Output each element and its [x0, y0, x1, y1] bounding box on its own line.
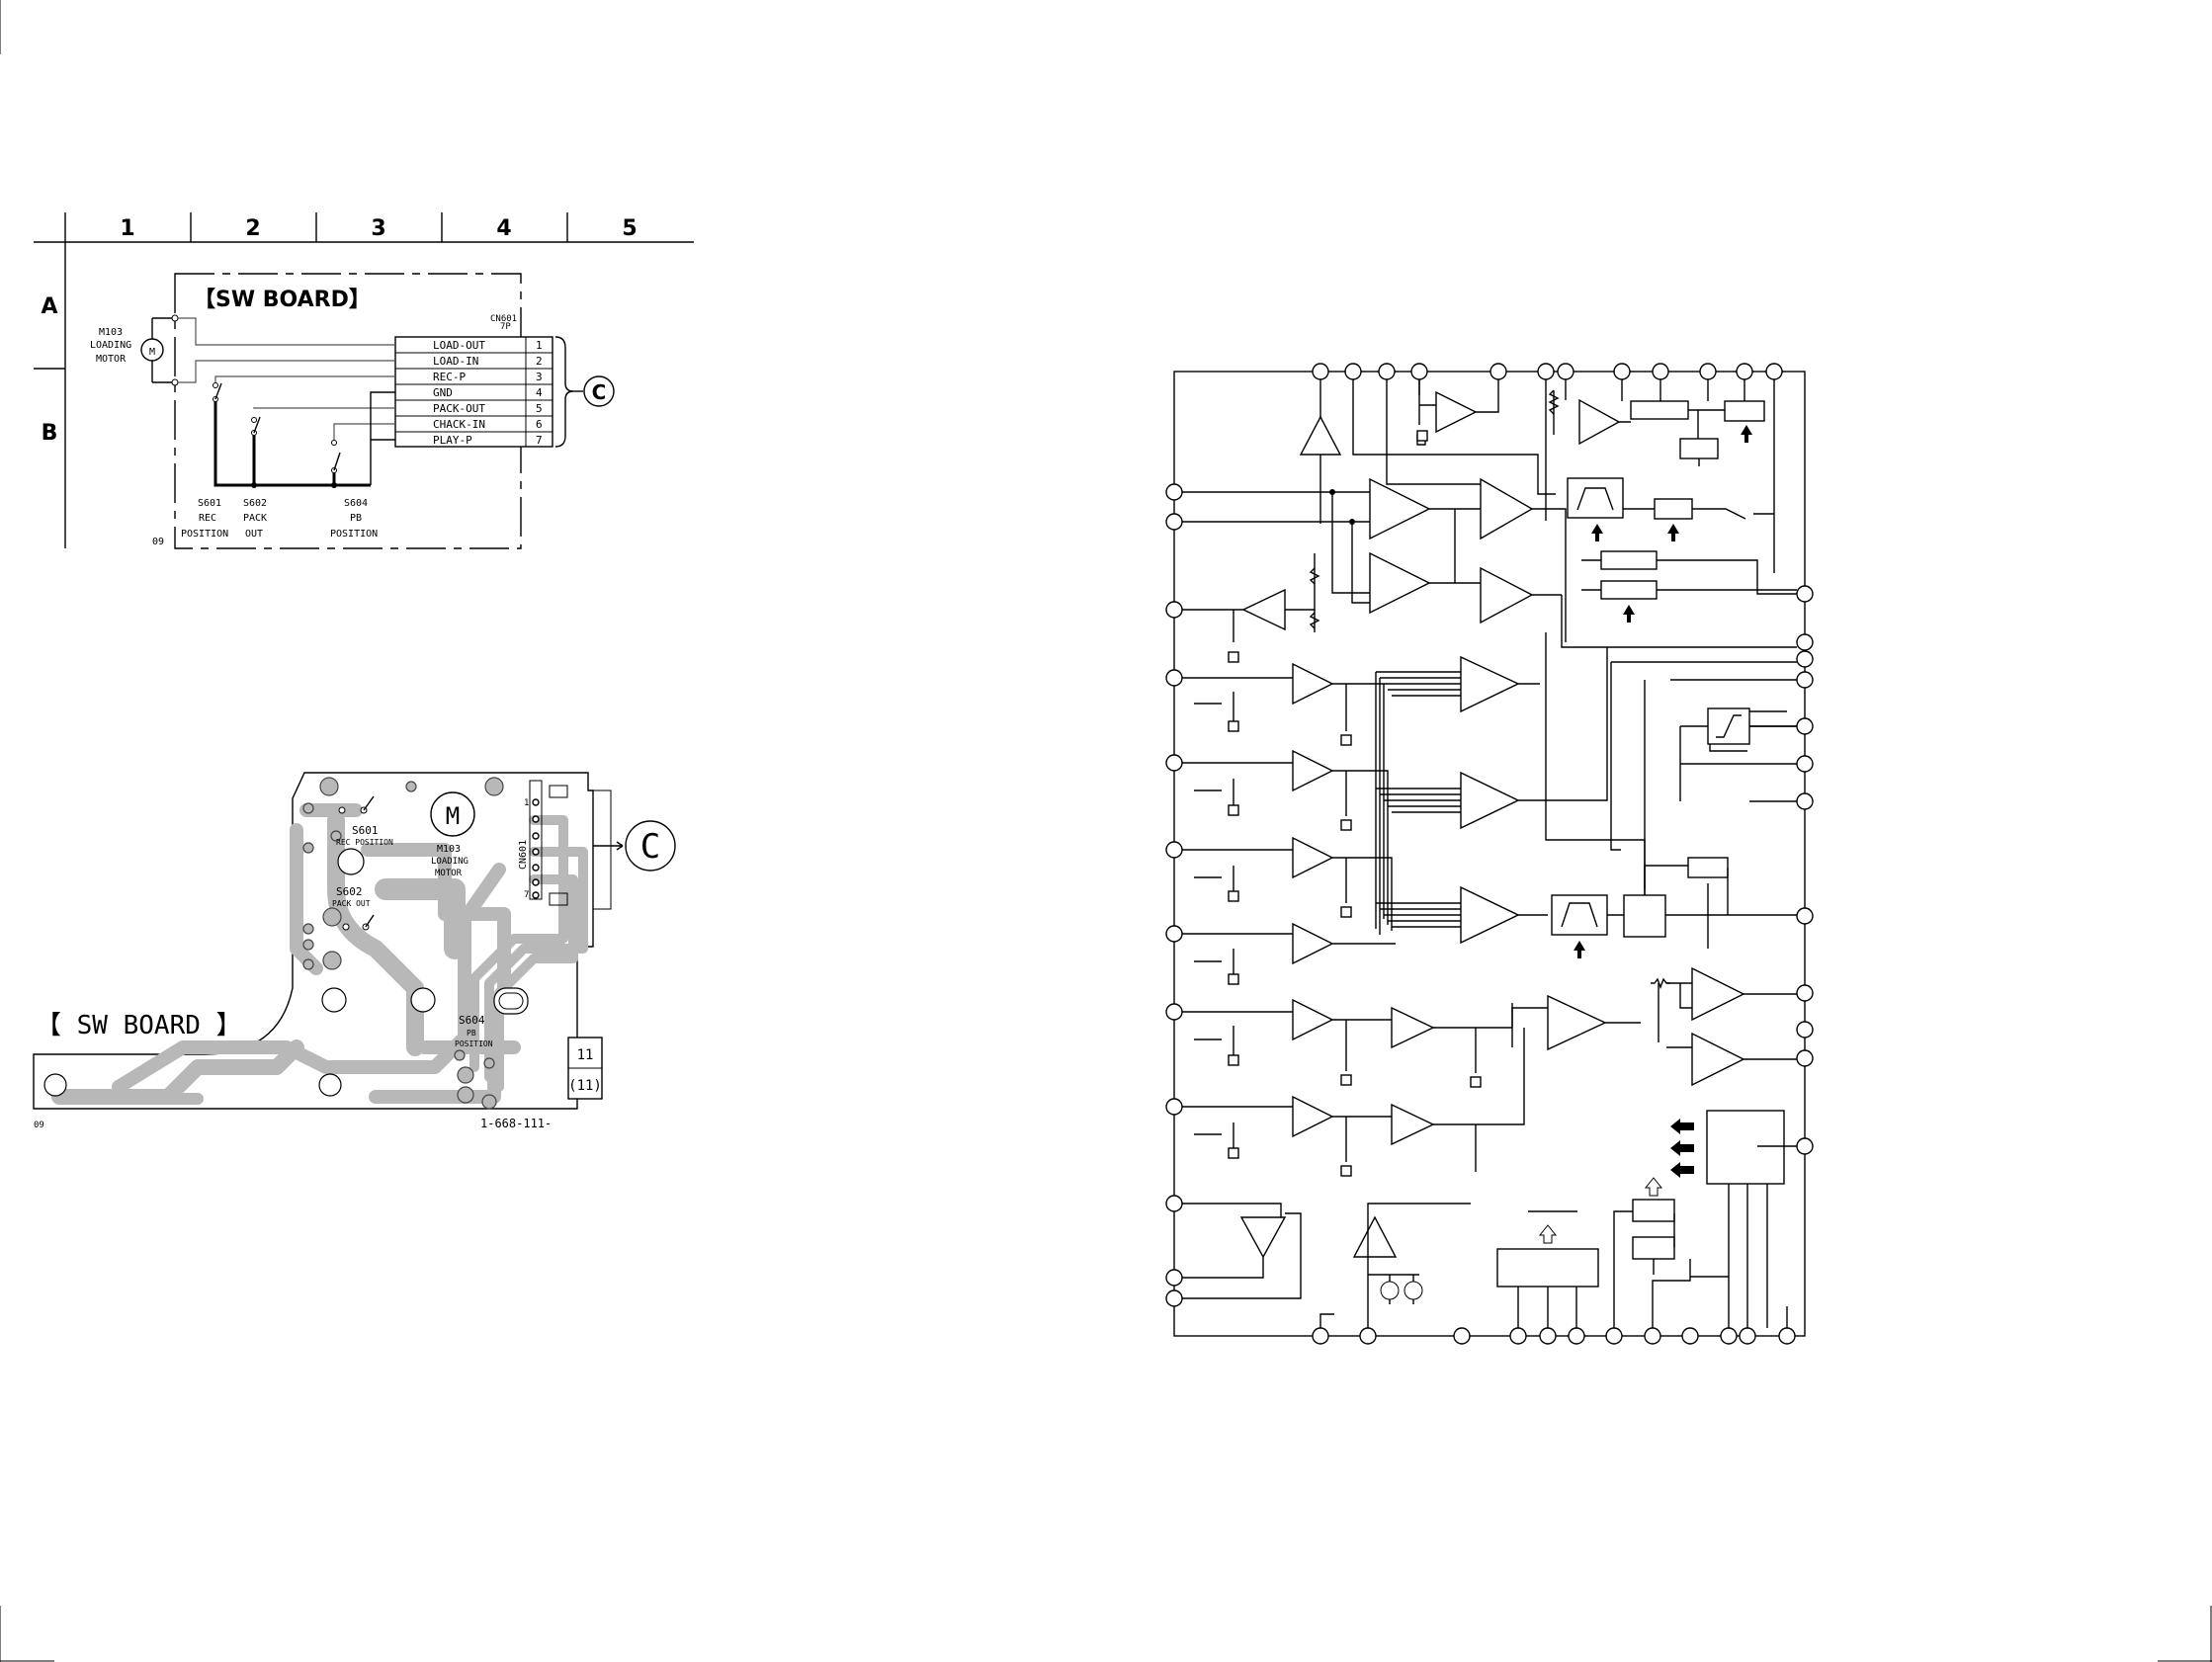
ic-right-pins	[1796, 585, 1814, 1155]
pcb-corner-code: 09	[34, 1121, 44, 1130]
pin-num-4: 4	[536, 386, 543, 399]
s604-ref: S604	[344, 498, 368, 509]
pcb-switch-s602-icon	[342, 914, 375, 931]
pcb-motor-ref: M103	[437, 844, 461, 855]
pin-num-2: 2	[536, 355, 543, 368]
grid-col-5: 5	[622, 216, 637, 241]
connector-pin-count: 7P	[500, 322, 511, 332]
ic-block-diagram	[1165, 363, 1814, 1345]
pcb-s604-name-2: POSITION	[455, 1039, 493, 1048]
ic-left-buffer	[1182, 553, 1320, 663]
pcb-connector-ref: CN601	[518, 840, 529, 870]
connector-ref: CN601	[490, 314, 517, 324]
s602-ref: S602	[243, 498, 267, 509]
ic-input-amps	[1182, 477, 1797, 642]
pin-label-5: PACK-OUT	[433, 402, 485, 415]
ic-bottom-section	[1182, 1110, 1788, 1328]
schematic-wires	[178, 317, 395, 488]
ic-input-pots	[1194, 684, 1482, 1177]
pcb-s604-ref: S604	[459, 1014, 485, 1027]
switch-s604-icon	[331, 440, 341, 473]
pcb-pin-1: 1	[524, 798, 529, 808]
motor-name-1: LOADING	[90, 340, 131, 351]
pcb-pads	[43, 777, 529, 1110]
pin-label-6: CHACK-IN	[433, 418, 485, 431]
s601-ref: S601	[198, 498, 221, 509]
pcb-s604-name-1: PB	[467, 1029, 476, 1038]
motor-symbol: M	[149, 347, 155, 358]
pcb-motor-icon	[430, 791, 475, 837]
grid-frame: 1 2 3 4 5 A B	[34, 212, 694, 548]
grid-row-b: B	[42, 421, 58, 446]
pin-label-4: GND	[433, 386, 453, 399]
pin-num-3: 3	[536, 371, 543, 383]
switch-s602-icon	[251, 416, 261, 436]
s601-line1: REC	[199, 513, 216, 524]
pcb-motor-name-2: MOTOR	[435, 869, 463, 878]
pcb-part-number: 1-668-111-	[480, 1117, 552, 1130]
pcb-motor-name-1: LOADING	[431, 857, 468, 867]
schematic-board-title: 【SW BOARD】	[194, 288, 371, 312]
pcb-traces	[51, 803, 588, 1105]
pin-label-2: LOAD-IN	[433, 355, 478, 368]
sw-board-pcb: CN601 1 7 C M M103 LOADING MOTOR S601 RE…	[33, 772, 676, 1130]
s602-line1: PACK	[243, 513, 267, 524]
grid-col-4: 4	[496, 216, 511, 241]
off-page-ref: C	[592, 380, 607, 404]
s602-line2: OUT	[245, 529, 263, 540]
pcb-switch-s601-icon	[338, 795, 375, 814]
grid-col-2: 2	[245, 216, 260, 241]
motor-ref: M103	[99, 327, 123, 338]
pin-num-7: 7	[536, 434, 543, 447]
grid-row-a: A	[41, 294, 57, 319]
pcb-motor-symbol: M	[446, 802, 460, 830]
connector-pin-rows	[395, 352, 553, 433]
pcb-s601-ref: S601	[352, 824, 379, 837]
pcb-page-box-top: 11	[577, 1047, 594, 1063]
pcb-off-page-ref-circle	[625, 820, 676, 872]
pcb-pin-7: 7	[524, 890, 529, 900]
pin-num-1: 1	[536, 339, 543, 352]
pin-label-1: LOAD-OUT	[433, 339, 485, 352]
connector-brace	[554, 336, 574, 448]
pcb-s602-ref: S602	[336, 885, 363, 898]
pcb-connector	[529, 780, 568, 906]
schematic-corner-code: 09	[152, 537, 164, 547]
pin-num-5: 5	[536, 402, 543, 415]
switch-s601-icon	[213, 382, 222, 402]
pcb-s602-name: PACK OUT	[332, 899, 371, 908]
sw-board-schematic: 【SW BOARD】 CN601 7P LOAD-OUT LOAD-IN REC…	[90, 273, 615, 549]
pin-num-6: 6	[536, 418, 543, 431]
s601-line2: POSITION	[181, 529, 228, 540]
pcb-s601-name: REC POSITION	[336, 838, 393, 847]
s604-line2: POSITION	[330, 529, 378, 540]
pin-label-3: REC-P	[433, 371, 466, 383]
pin-label-7: PLAY-P	[433, 434, 472, 447]
pcb-page-box-bottom: (11)	[568, 1078, 602, 1094]
motor-name-2: MOTOR	[96, 354, 127, 365]
grid-col-3: 3	[371, 216, 385, 241]
ic-bus-lines	[1518, 595, 1797, 1147]
off-page-ref-circle	[583, 375, 615, 407]
grid-col-1: 1	[120, 216, 134, 241]
ic-top-pins	[1312, 363, 1783, 380]
pcb-board-title: 【 SW BOARD 】	[36, 1011, 242, 1040]
ic-top-section	[1299, 379, 1775, 573]
s604-line1: PB	[350, 513, 362, 524]
ic-channel-stages	[1182, 655, 1797, 1146]
pcb-off-page-ref: C	[640, 827, 660, 867]
